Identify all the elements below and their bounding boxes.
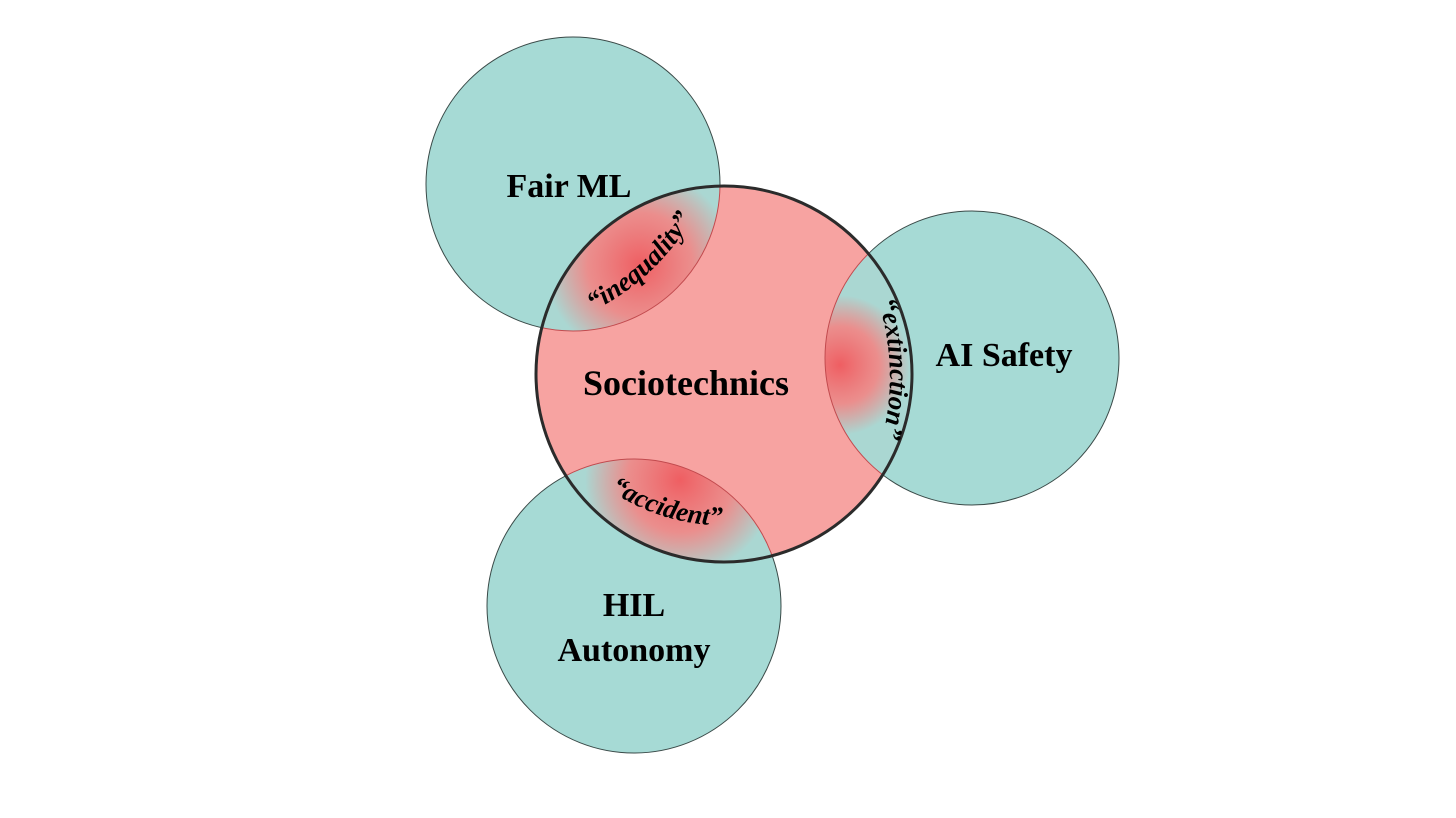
sociotechnics-circle-outline xyxy=(534,184,914,564)
fair-ml-overlap xyxy=(536,186,721,332)
ai-safety-label: AI Safety xyxy=(936,337,1073,374)
hil-autonomy-label-line2: Autonomy xyxy=(557,632,710,669)
hil-autonomy-label-line1: HIL xyxy=(603,587,665,624)
sociotechnics-label: Sociotechnics xyxy=(583,363,789,403)
fair-ml-label: Fair ML xyxy=(507,168,632,205)
